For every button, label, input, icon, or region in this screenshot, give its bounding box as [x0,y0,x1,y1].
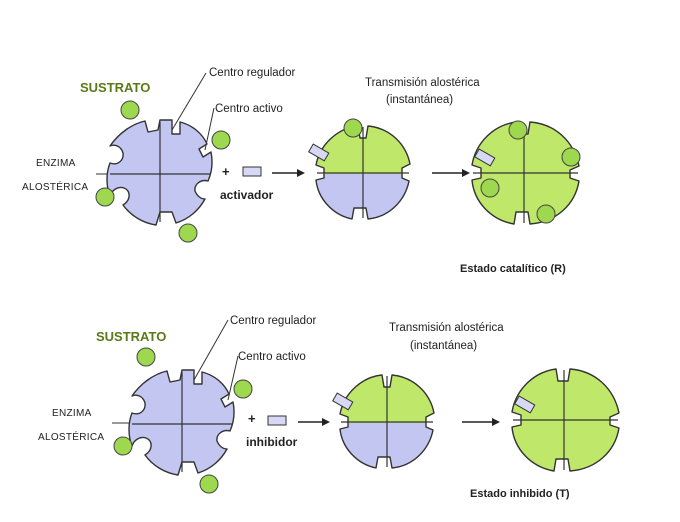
bound-substrate [508,120,528,140]
regulatory-leader-line [193,319,229,381]
bound-substrate [343,118,363,138]
enzyme-transition [308,118,411,220]
transmission-label-line1: Transmisión alostérica [365,77,480,89]
enzyme-label-line2: ALOSTÉRICA [38,430,104,443]
enzyme-inhibited [511,368,620,472]
inhibition-row: SUSTRATO Centro regulador Centro activo … [38,315,620,500]
enzyme-label-line1: ENZIMA [52,408,92,419]
effector-label: activador [220,188,274,202]
activator-molecule [242,166,262,177]
substrate-molecule [120,100,140,120]
activation-row: SUSTRATO Centro regulador Centro activo … [22,67,581,275]
regulatory-center-label: Centro regulador [209,67,295,79]
enzyme-transition [332,374,435,469]
bound-activator [308,143,330,162]
plus-sign: + [248,411,256,426]
substrate-molecule [199,474,219,494]
bound-substrate [561,147,581,167]
state-label: Estado inhibido (T) [470,488,570,500]
state-label: Estado catalítico (R) [460,263,566,275]
substrate-molecule [211,130,231,150]
bound-activator [474,148,496,167]
regulatory-center-label: Centro regulador [230,315,316,327]
substrate-molecule [113,436,133,456]
substrate-molecule [95,187,115,207]
active-center-label: Centro activo [238,351,306,363]
bound-inhibitor [514,395,536,414]
enzyme-inactive [128,369,235,476]
enzyme-catalytic [471,120,581,225]
bound-inhibitor [332,392,354,411]
substrate-molecule [136,347,156,367]
transmission-label-line2: (instantánea) [386,94,453,106]
enzyme-label-line2: ALOSTÉRICA [22,180,88,193]
bound-substrate [480,178,500,198]
bound-substrate [536,204,556,224]
substrate-label: SUSTRATO [80,80,150,95]
inhibitor-molecule [267,415,287,426]
effector-label: inhibidor [246,435,298,449]
regulatory-leader-line [171,72,207,131]
active-center-label: Centro activo [215,103,283,115]
substrate-label: SUSTRATO [96,329,166,344]
substrate-molecule [178,223,198,243]
active-leader-line [227,355,239,401]
enzyme-label-line1: ENZIMA [36,158,76,169]
substrate-molecule [233,379,253,399]
transmission-label-line1: Transmisión alostérica [389,322,504,334]
transmission-label-line2: (instantánea) [410,340,477,352]
enzyme-inactive [106,119,213,226]
plus-sign: + [222,164,230,179]
